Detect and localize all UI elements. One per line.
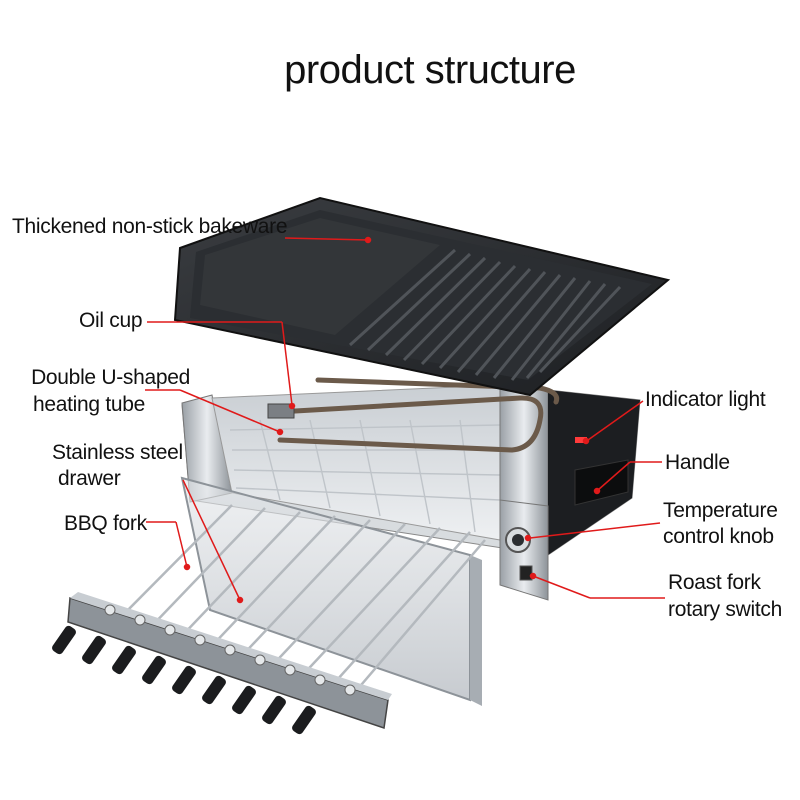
label-temp-knob-2: control knob — [663, 525, 774, 548]
label-drawer-2: drawer — [58, 467, 121, 490]
steel-drawer — [180, 476, 482, 706]
leader-lines — [145, 236, 665, 604]
label-handle: Handle — [665, 451, 730, 474]
leader-bakeware-dot — [364, 236, 372, 244]
leader-bakeware — [284, 237, 369, 241]
label-drawer-1: Stainless steel — [52, 441, 183, 464]
label-roast-switch-1: Roast fork — [668, 571, 761, 594]
label-bbq-fork: BBQ fork — [64, 512, 147, 535]
label-indicator-light: Indicator light — [645, 388, 766, 411]
label-temp-knob-1: Temperature — [663, 499, 778, 522]
label-heating-tube-2: heating tube — [32, 393, 145, 416]
bbq-forks — [117, 504, 486, 699]
label-oil-cup: Oil cup — [79, 309, 143, 332]
leader-drawer — [182, 479, 241, 601]
bakeware-plate — [173, 196, 671, 397]
fork-rack — [52, 592, 392, 735]
oil-cup-bracket — [267, 403, 295, 419]
heating-tube — [275, 377, 560, 453]
label-heating-tube-1: Double U-shaped — [31, 366, 190, 389]
leader-knob — [529, 522, 661, 539]
page-title: product structure — [284, 48, 576, 92]
label-roast-switch-2: rotary switch — [668, 598, 782, 621]
leader-indicator — [587, 400, 644, 441]
label-bakeware: Thickened non-stick bakeware — [12, 215, 288, 238]
